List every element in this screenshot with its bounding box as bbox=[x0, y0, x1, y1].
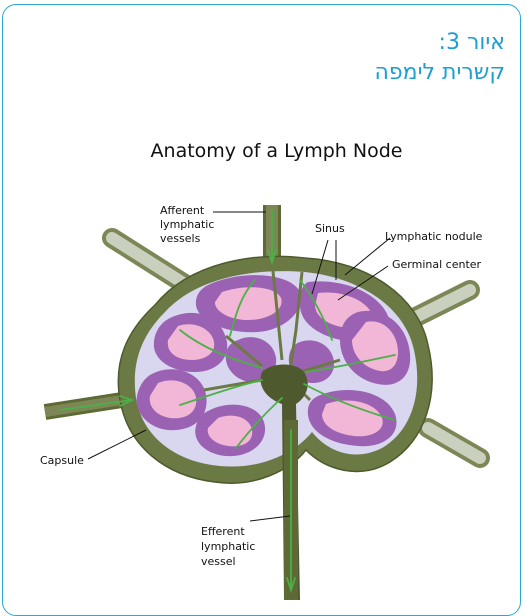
label-efferent-2: lymphatic bbox=[201, 540, 255, 553]
label-afferent-3: vessels bbox=[160, 232, 201, 245]
label-efferent-3: vessel bbox=[201, 555, 236, 568]
label-capsule: Capsule bbox=[40, 454, 84, 467]
label-efferent-1: Efferent bbox=[201, 525, 245, 538]
label-lymphatic-nodule: Lymphatic nodule bbox=[385, 230, 483, 243]
label-germinal-center: Germinal center bbox=[392, 258, 482, 271]
label-afferent-1: Afferent bbox=[160, 204, 205, 217]
label-afferent-2: lymphatic bbox=[160, 218, 214, 231]
label-sinus: Sinus bbox=[315, 222, 345, 235]
